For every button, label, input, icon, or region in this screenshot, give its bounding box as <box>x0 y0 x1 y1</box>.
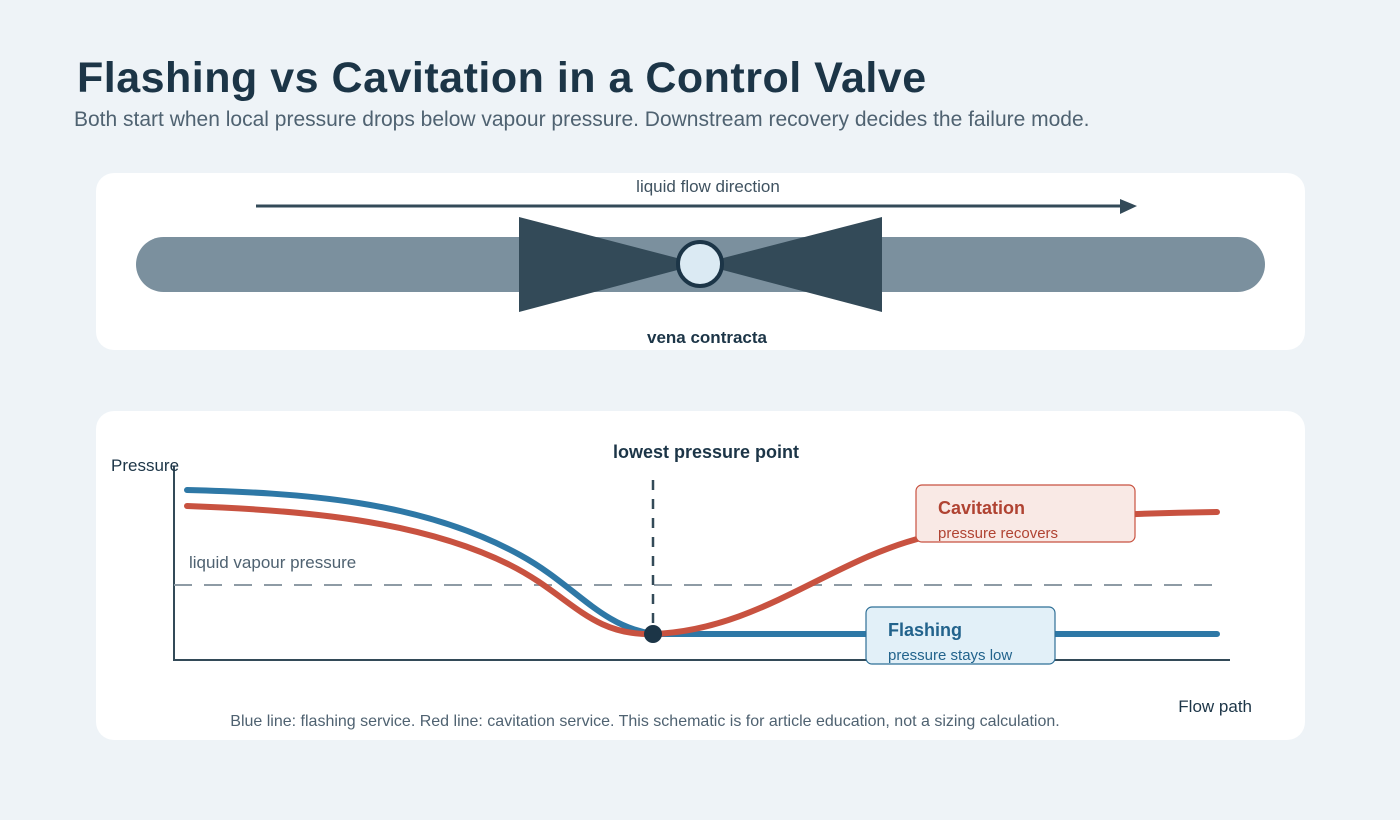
page-title: Flashing vs Cavitation in a Control Valv… <box>77 54 927 102</box>
page-subtitle: Both start when local pressure drops bel… <box>74 108 1090 131</box>
valve-diagram-card <box>96 173 1305 350</box>
pressure-chart-card <box>96 411 1305 740</box>
